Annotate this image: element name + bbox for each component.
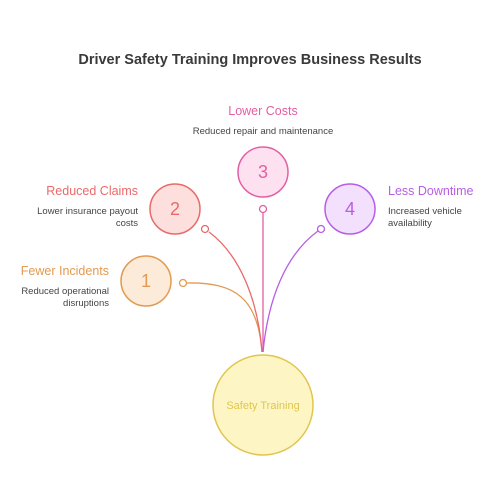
number-1: 1 [141,271,151,291]
number-2: 2 [170,199,180,219]
number-circle-4 [324,183,376,235]
description-4-line-2: availability [388,218,432,229]
number-circle-1 [120,255,172,307]
description-2: Lower insurance payout costs [37,206,138,230]
number-circle-2 [149,183,201,235]
description-2-line-1: Lower insurance payout [37,206,138,217]
connector-dot-3 [258,204,268,214]
connector-dot-4 [316,224,326,234]
number-4: 4 [345,199,355,219]
number-circle-3 [237,146,289,198]
description-1-line-2: disruptions [63,298,109,309]
heading-3: Lower Costs [228,104,298,118]
description-3: Reduced repair and maintenance [133,126,393,138]
number-3: 3 [258,162,268,182]
description-4-line-1: Increased vehicle [388,206,462,217]
page-title: Driver Safety Training Improves Business… [78,52,422,68]
center-label: Safety Training [226,400,299,412]
connector-2 [208,231,263,353]
description-4: Increased vehicle availability [388,206,462,230]
connector-dot-2 [200,224,210,234]
center-circle [212,354,314,456]
heading-4: Less Downtime [388,184,474,198]
heading-2: Reduced Claims [46,184,138,198]
description-1-line-1: Reduced operational [21,286,109,297]
heading-1: Fewer Incidents [20,264,109,278]
connector-dot-1 [178,278,188,288]
description-3-line-1: Reduced repair and maintenance [192,126,334,137]
description-2-line-2: costs [115,218,138,229]
connector-4 [262,230,319,353]
description-1: Reduced operational disruptions [21,286,109,310]
